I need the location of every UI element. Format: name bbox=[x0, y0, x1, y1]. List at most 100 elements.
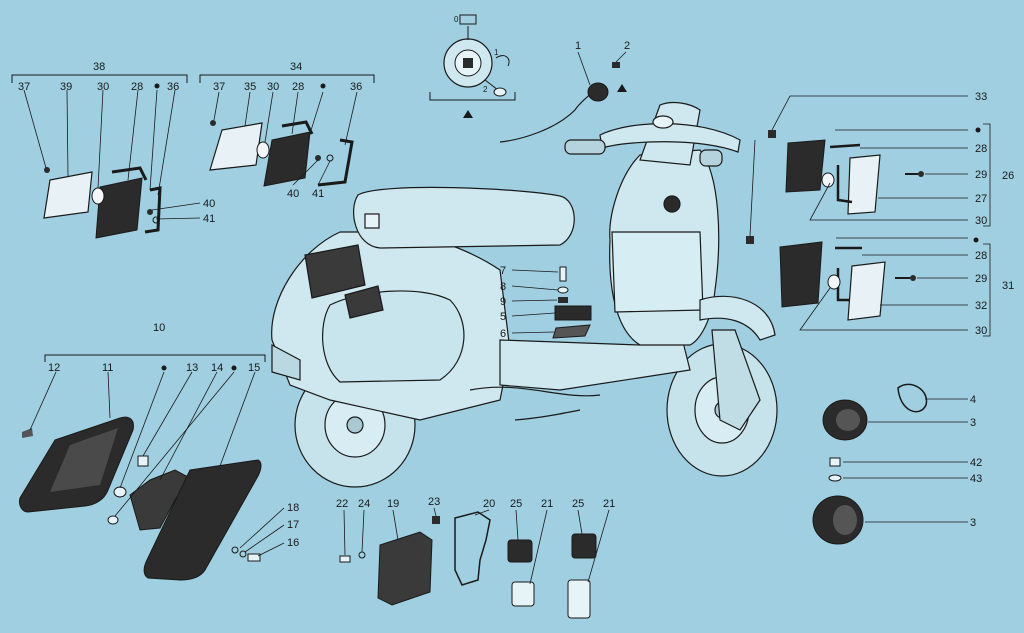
label-35: 35 bbox=[244, 81, 256, 93]
relay-25-right bbox=[571, 533, 597, 559]
horn-emblem bbox=[663, 195, 681, 213]
regulator-19 bbox=[377, 531, 433, 606]
lens-27 bbox=[847, 154, 881, 215]
label-34: 34 bbox=[290, 61, 302, 73]
label-4: 4 bbox=[970, 394, 976, 406]
group-26-indicator: 33 28 29 27 30 26 bbox=[768, 91, 1014, 227]
label-19: 19 bbox=[387, 498, 399, 510]
label-30-top-right: 30 bbox=[975, 215, 987, 227]
flasher-21-left bbox=[511, 581, 535, 607]
housing-26 bbox=[785, 139, 826, 193]
label-28-bottom-right: 28 bbox=[975, 250, 987, 262]
label-1: 1 bbox=[575, 40, 581, 52]
relay-25-left bbox=[507, 539, 533, 563]
plate-15 bbox=[143, 459, 262, 581]
label-25-left: 25 bbox=[510, 498, 522, 510]
group-31-indicator: 28 29 32 30 31 bbox=[746, 139, 1014, 337]
label-40-left: 40 bbox=[203, 198, 215, 210]
label-5: 5 bbox=[500, 311, 506, 323]
label-29-bottom: 29 bbox=[975, 273, 987, 285]
label-13: 13 bbox=[186, 362, 198, 374]
label-42: 42 bbox=[970, 457, 982, 469]
label-38: 38 bbox=[93, 61, 105, 73]
label-23: 23 bbox=[428, 496, 440, 508]
ignition-arrow bbox=[463, 110, 473, 118]
label-41-left: 41 bbox=[203, 213, 215, 225]
switch-pos-1: 1 bbox=[494, 48, 499, 57]
label-14: 14 bbox=[211, 362, 223, 374]
right-grip bbox=[699, 149, 723, 167]
lens-32 bbox=[847, 261, 886, 321]
label-37-left: 37 bbox=[18, 81, 30, 93]
label-25-right: 25 bbox=[572, 498, 584, 510]
clip-4 bbox=[897, 383, 928, 413]
switch-part-1 bbox=[587, 82, 609, 102]
part-5 bbox=[554, 305, 592, 321]
label-2: 2 bbox=[624, 40, 630, 52]
label-40-right: 40 bbox=[287, 188, 299, 200]
label-39: 39 bbox=[60, 81, 72, 93]
glovebox bbox=[611, 231, 704, 313]
label-3-top: 3 bbox=[970, 417, 976, 429]
label-12: 12 bbox=[48, 362, 60, 374]
label-21-right: 21 bbox=[603, 498, 615, 510]
label-28-left: 28 bbox=[131, 81, 143, 93]
label-37-right: 37 bbox=[213, 81, 225, 93]
part-6 bbox=[552, 324, 591, 339]
label-11: 11 bbox=[102, 362, 113, 374]
ignition-switch-inset: 0 1 2 bbox=[429, 14, 516, 118]
label-16: 16 bbox=[287, 537, 299, 549]
label-29-top: 29 bbox=[975, 169, 987, 181]
body-28a bbox=[95, 177, 143, 239]
label-36-left: 36 bbox=[167, 81, 179, 93]
label-7: 7 bbox=[500, 265, 506, 277]
handlebar bbox=[599, 123, 741, 153]
label-9: 9 bbox=[500, 296, 506, 308]
label-6: 6 bbox=[500, 328, 506, 340]
switch-pos-2: 2 bbox=[483, 85, 488, 94]
label-30-right: 30 bbox=[267, 81, 279, 93]
switch-pos-0: 0 bbox=[454, 15, 459, 24]
rear-light-fitted bbox=[304, 244, 366, 299]
scooter-illustration bbox=[271, 89, 778, 488]
label-30-left: 30 bbox=[97, 81, 109, 93]
label-20: 20 bbox=[483, 498, 495, 510]
electrical-components: 22 24 19 23 20 25 21 25 21 bbox=[336, 496, 615, 619]
bullet-34 bbox=[320, 83, 326, 89]
label-28-top-right: 28 bbox=[975, 143, 987, 155]
left-grip bbox=[564, 139, 606, 155]
label-43: 43 bbox=[970, 473, 982, 485]
lens-35 bbox=[209, 122, 263, 171]
bracket-20 bbox=[454, 511, 491, 586]
label-17: 17 bbox=[287, 519, 299, 531]
label-15: 15 bbox=[248, 362, 260, 374]
label-27: 27 bbox=[975, 193, 987, 205]
label-28-right: 28 bbox=[292, 81, 304, 93]
group-38-rear-light: 38 37 39 30 28 36 40 41 bbox=[11, 61, 215, 239]
front-fender bbox=[699, 295, 776, 341]
housing-31 bbox=[779, 241, 823, 308]
group-34-rear-light: 34 37 35 30 28 36 40 41 bbox=[199, 61, 375, 200]
label-36-right: 36 bbox=[350, 81, 362, 93]
label-21-left: 21 bbox=[541, 498, 553, 510]
label-32: 32 bbox=[975, 300, 987, 312]
bullet-38 bbox=[154, 83, 160, 89]
label-41-right: 41 bbox=[312, 188, 324, 200]
label-31: 31 bbox=[1002, 280, 1014, 292]
label-18: 18 bbox=[287, 502, 299, 514]
side-reflector bbox=[344, 285, 384, 319]
horn-parts: 4 3 42 43 3 bbox=[812, 383, 982, 545]
group-10-tail-light: 10 12 11 13 14 15 18 17 16 bbox=[19, 322, 299, 581]
label-10: 10 bbox=[153, 322, 165, 334]
label-26: 26 bbox=[1002, 170, 1014, 182]
label-30-bottom-right: 30 bbox=[975, 325, 987, 337]
flasher-21-right bbox=[567, 579, 591, 619]
label-22: 22 bbox=[336, 498, 348, 510]
stop-switch-parts: 7 8 9 5 6 bbox=[500, 265, 592, 340]
lens-39 bbox=[43, 171, 93, 219]
switch-parts-1-2: 1 2 bbox=[575, 40, 630, 102]
label-33: 33 bbox=[975, 91, 987, 103]
body-28b bbox=[263, 131, 311, 187]
seat bbox=[353, 186, 575, 249]
